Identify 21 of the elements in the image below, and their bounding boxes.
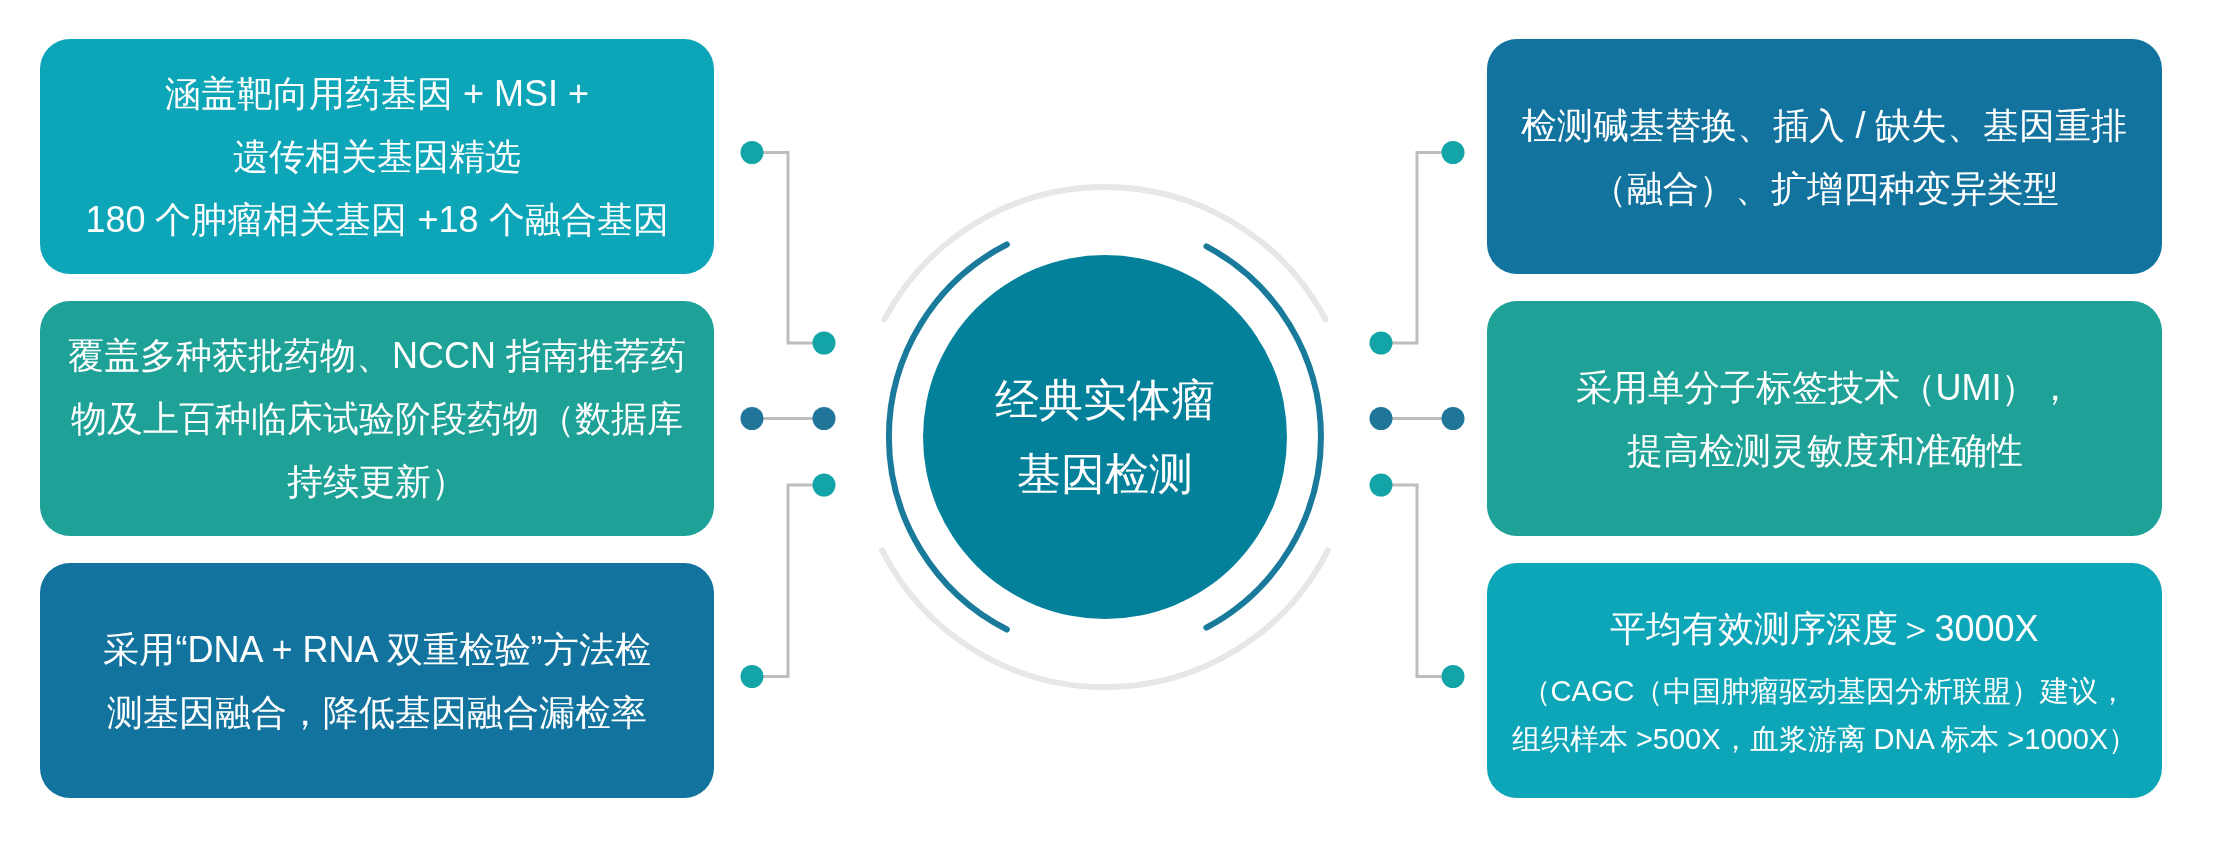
note-text: （CAGC（中国肿瘤驱动基因分析联盟）建议，组织样本 >500X，血浆游离 DNA 标本 >1000X） bbox=[1510, 674, 2139, 757]
feature-card bbox=[40, 563, 714, 798]
feature-text: 180 个肿瘤相关基因 +18 个融合基因 bbox=[85, 198, 669, 242]
connector-line bbox=[1369, 473, 1465, 688]
connector-line bbox=[740, 407, 836, 430]
feature-text: 覆盖多种获批药物、NCCN 指南推荐药物及上百种临床试验阶段药物（数据库持续更新） bbox=[67, 334, 687, 504]
connector-line bbox=[740, 473, 836, 688]
feature-text: 涵盖靶向用药基因 + MSI + 遗传相关基因精选 bbox=[163, 72, 590, 179]
connector-line bbox=[740, 141, 836, 355]
feature-text: 采用“DNA + RNA 双重检验”方法检测基因融合，降低基因融合漏检率 bbox=[102, 627, 652, 735]
connector-line bbox=[1369, 407, 1465, 430]
feature-card bbox=[1487, 563, 2162, 798]
feature-card bbox=[40, 301, 714, 536]
feature-text: 平均有效测序深度＞3000X bbox=[1610, 607, 2039, 652]
feature-card bbox=[1487, 39, 2162, 274]
feature-card bbox=[1487, 301, 2162, 536]
topic-title: 经典实体瘤基因检测 bbox=[994, 374, 1216, 500]
feature-card bbox=[40, 39, 714, 274]
feature-text: 采用单分子标签技术（UMI），提高检测灵敏度和准确性 bbox=[1574, 365, 2075, 473]
connector-line bbox=[1369, 141, 1465, 355]
feature-text: 检测碱基替换、插入 / 缺失、基因重排（融合）、扩增四种变异类型 bbox=[1520, 103, 2129, 211]
